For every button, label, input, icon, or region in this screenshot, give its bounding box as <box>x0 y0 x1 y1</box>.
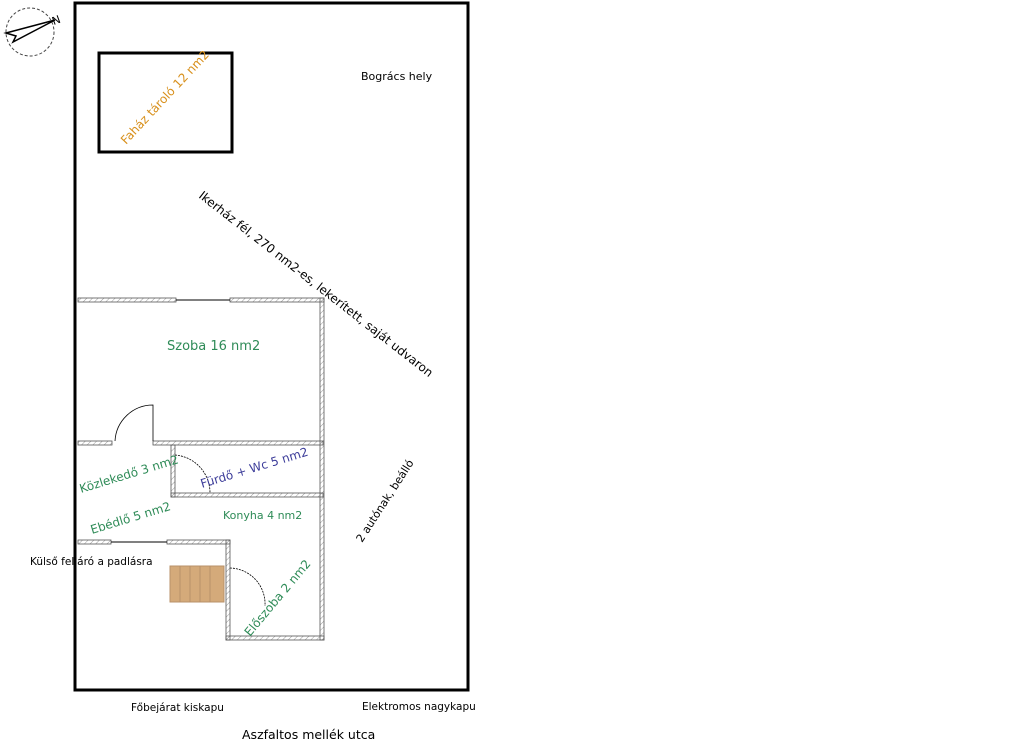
label-dining: Ebédlő 5 nm2 <box>89 499 173 537</box>
label-attic: Külső feljáró a padlásra <box>30 556 153 568</box>
house-walls <box>77 297 325 641</box>
label-bbq: Bogrács hely <box>361 70 433 83</box>
compass-north: N <box>50 13 62 28</box>
compass-icon: N <box>3 7 62 57</box>
label-room: Szoba 16 nm2 <box>167 339 260 354</box>
stairs <box>169 565 225 603</box>
label-shed: Faház tároló 12 nm2 <box>118 48 212 147</box>
stair-treads <box>179 566 211 602</box>
label-kitchen: Konyha 4 nm2 <box>223 509 302 522</box>
label-main-gate: Főbejárat kiskapu <box>131 702 224 714</box>
door-swings <box>114 404 266 607</box>
shed <box>97 51 234 154</box>
label-bath: Fürdő + Wc 5 nm2 <box>199 445 310 491</box>
lot-boundary <box>73 1 470 692</box>
label-corridor: Közlekedő 3 nm2 <box>78 452 180 495</box>
label-parking: 2 autónak, beálló <box>354 457 417 545</box>
label-hall: Előszoba 2 nm2 <box>242 557 314 639</box>
label-electric-gate: Elektromos nagykapu <box>362 701 476 713</box>
label-street: Aszfaltos mellék utca <box>242 727 375 742</box>
